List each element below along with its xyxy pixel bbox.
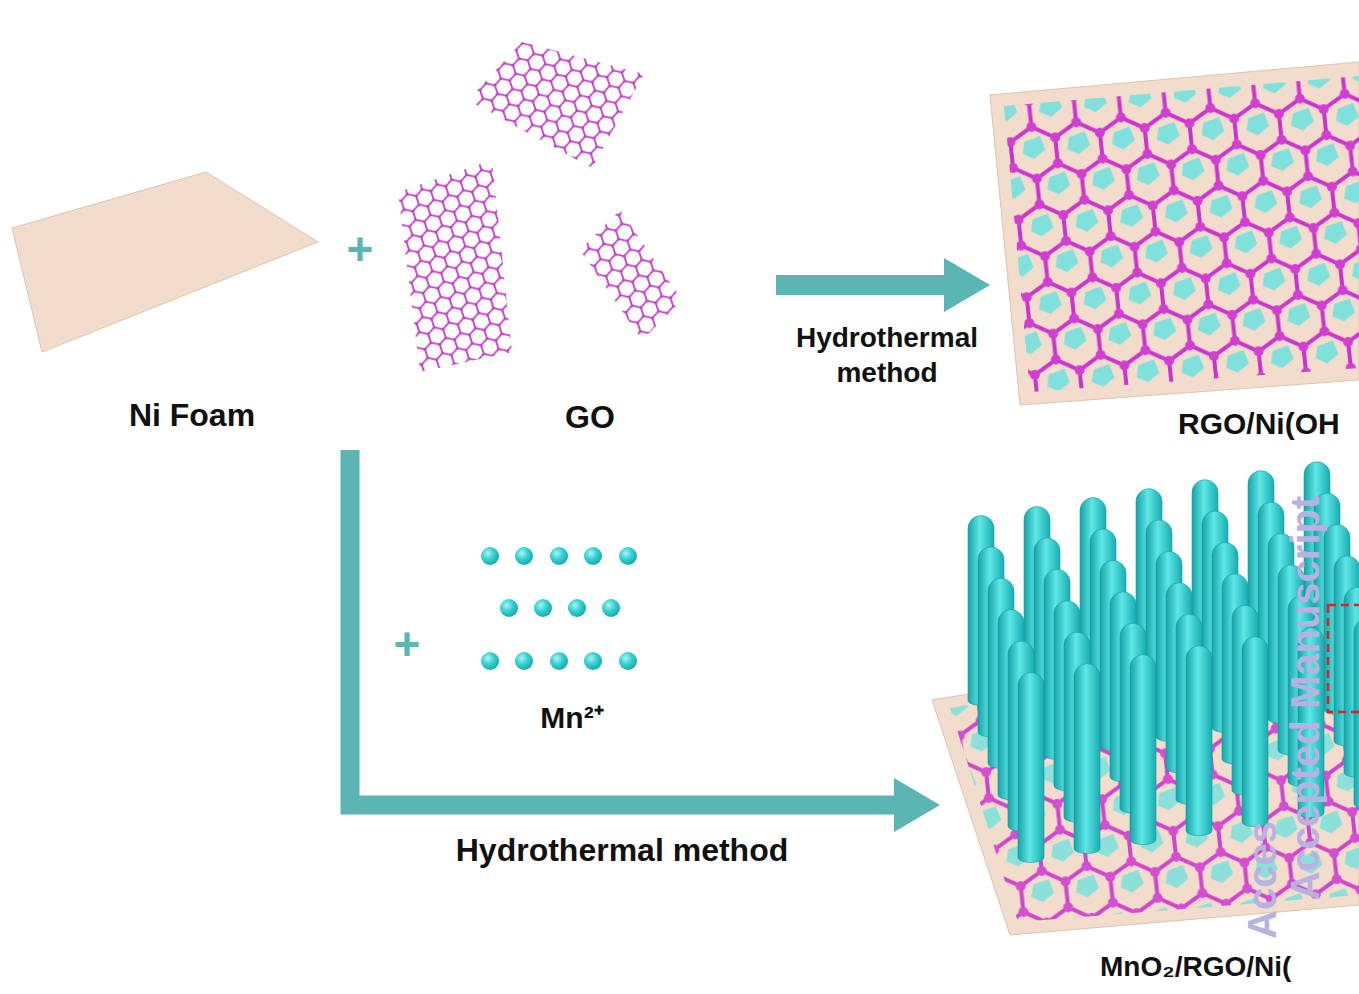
arrow-head — [894, 778, 940, 832]
rgo-sheet — [990, 62, 1359, 405]
nanorod — [1186, 646, 1212, 836]
edge-label: Hydrothermal method — [762, 320, 1012, 390]
plus-sign: + — [347, 221, 374, 279]
go-node: GO — [390, 30, 776, 450]
zoom-box — [1328, 605, 1359, 712]
graphene-oxide-sheet — [580, 210, 682, 340]
arrow-shaft — [350, 450, 898, 805]
nanorod — [1242, 637, 1268, 827]
node-label: GO — [565, 398, 615, 436]
watermark: Acces — [1237, 821, 1287, 939]
nanorod — [1354, 619, 1359, 809]
process-arrow — [776, 258, 990, 312]
graphene-oxide-sheet — [468, 42, 644, 168]
mn-ion-node: Mn²⁺ — [470, 535, 670, 750]
nanorod — [1018, 673, 1044, 863]
arrow-head — [944, 258, 990, 312]
arrow-shaft — [776, 275, 948, 295]
rgo-lattice — [1004, 76, 1359, 392]
node-label: Mn²⁺ — [540, 700, 603, 736]
node-label: RGO/Ni(OH — [1178, 406, 1340, 442]
node-label: Ni Foam — [129, 396, 255, 434]
edge-label: Hydrothermal method — [456, 830, 788, 870]
nanorod — [1130, 655, 1156, 845]
process-arrow — [350, 450, 940, 832]
ni-foam-sheet — [12, 172, 318, 352]
mn-ions — [481, 547, 637, 670]
plus-sign: + — [394, 616, 421, 674]
watermark: Accepted Manuscript — [1280, 496, 1330, 901]
node-label: MnO₂/RGO/Ni( — [1100, 950, 1291, 984]
rgo-product-node: RGO/Ni(OH — [990, 60, 1359, 450]
graphene-oxide-sheet — [398, 160, 512, 372]
nanorod — [1074, 664, 1100, 854]
ni-foam-node: Ni Foam — [10, 160, 360, 450]
